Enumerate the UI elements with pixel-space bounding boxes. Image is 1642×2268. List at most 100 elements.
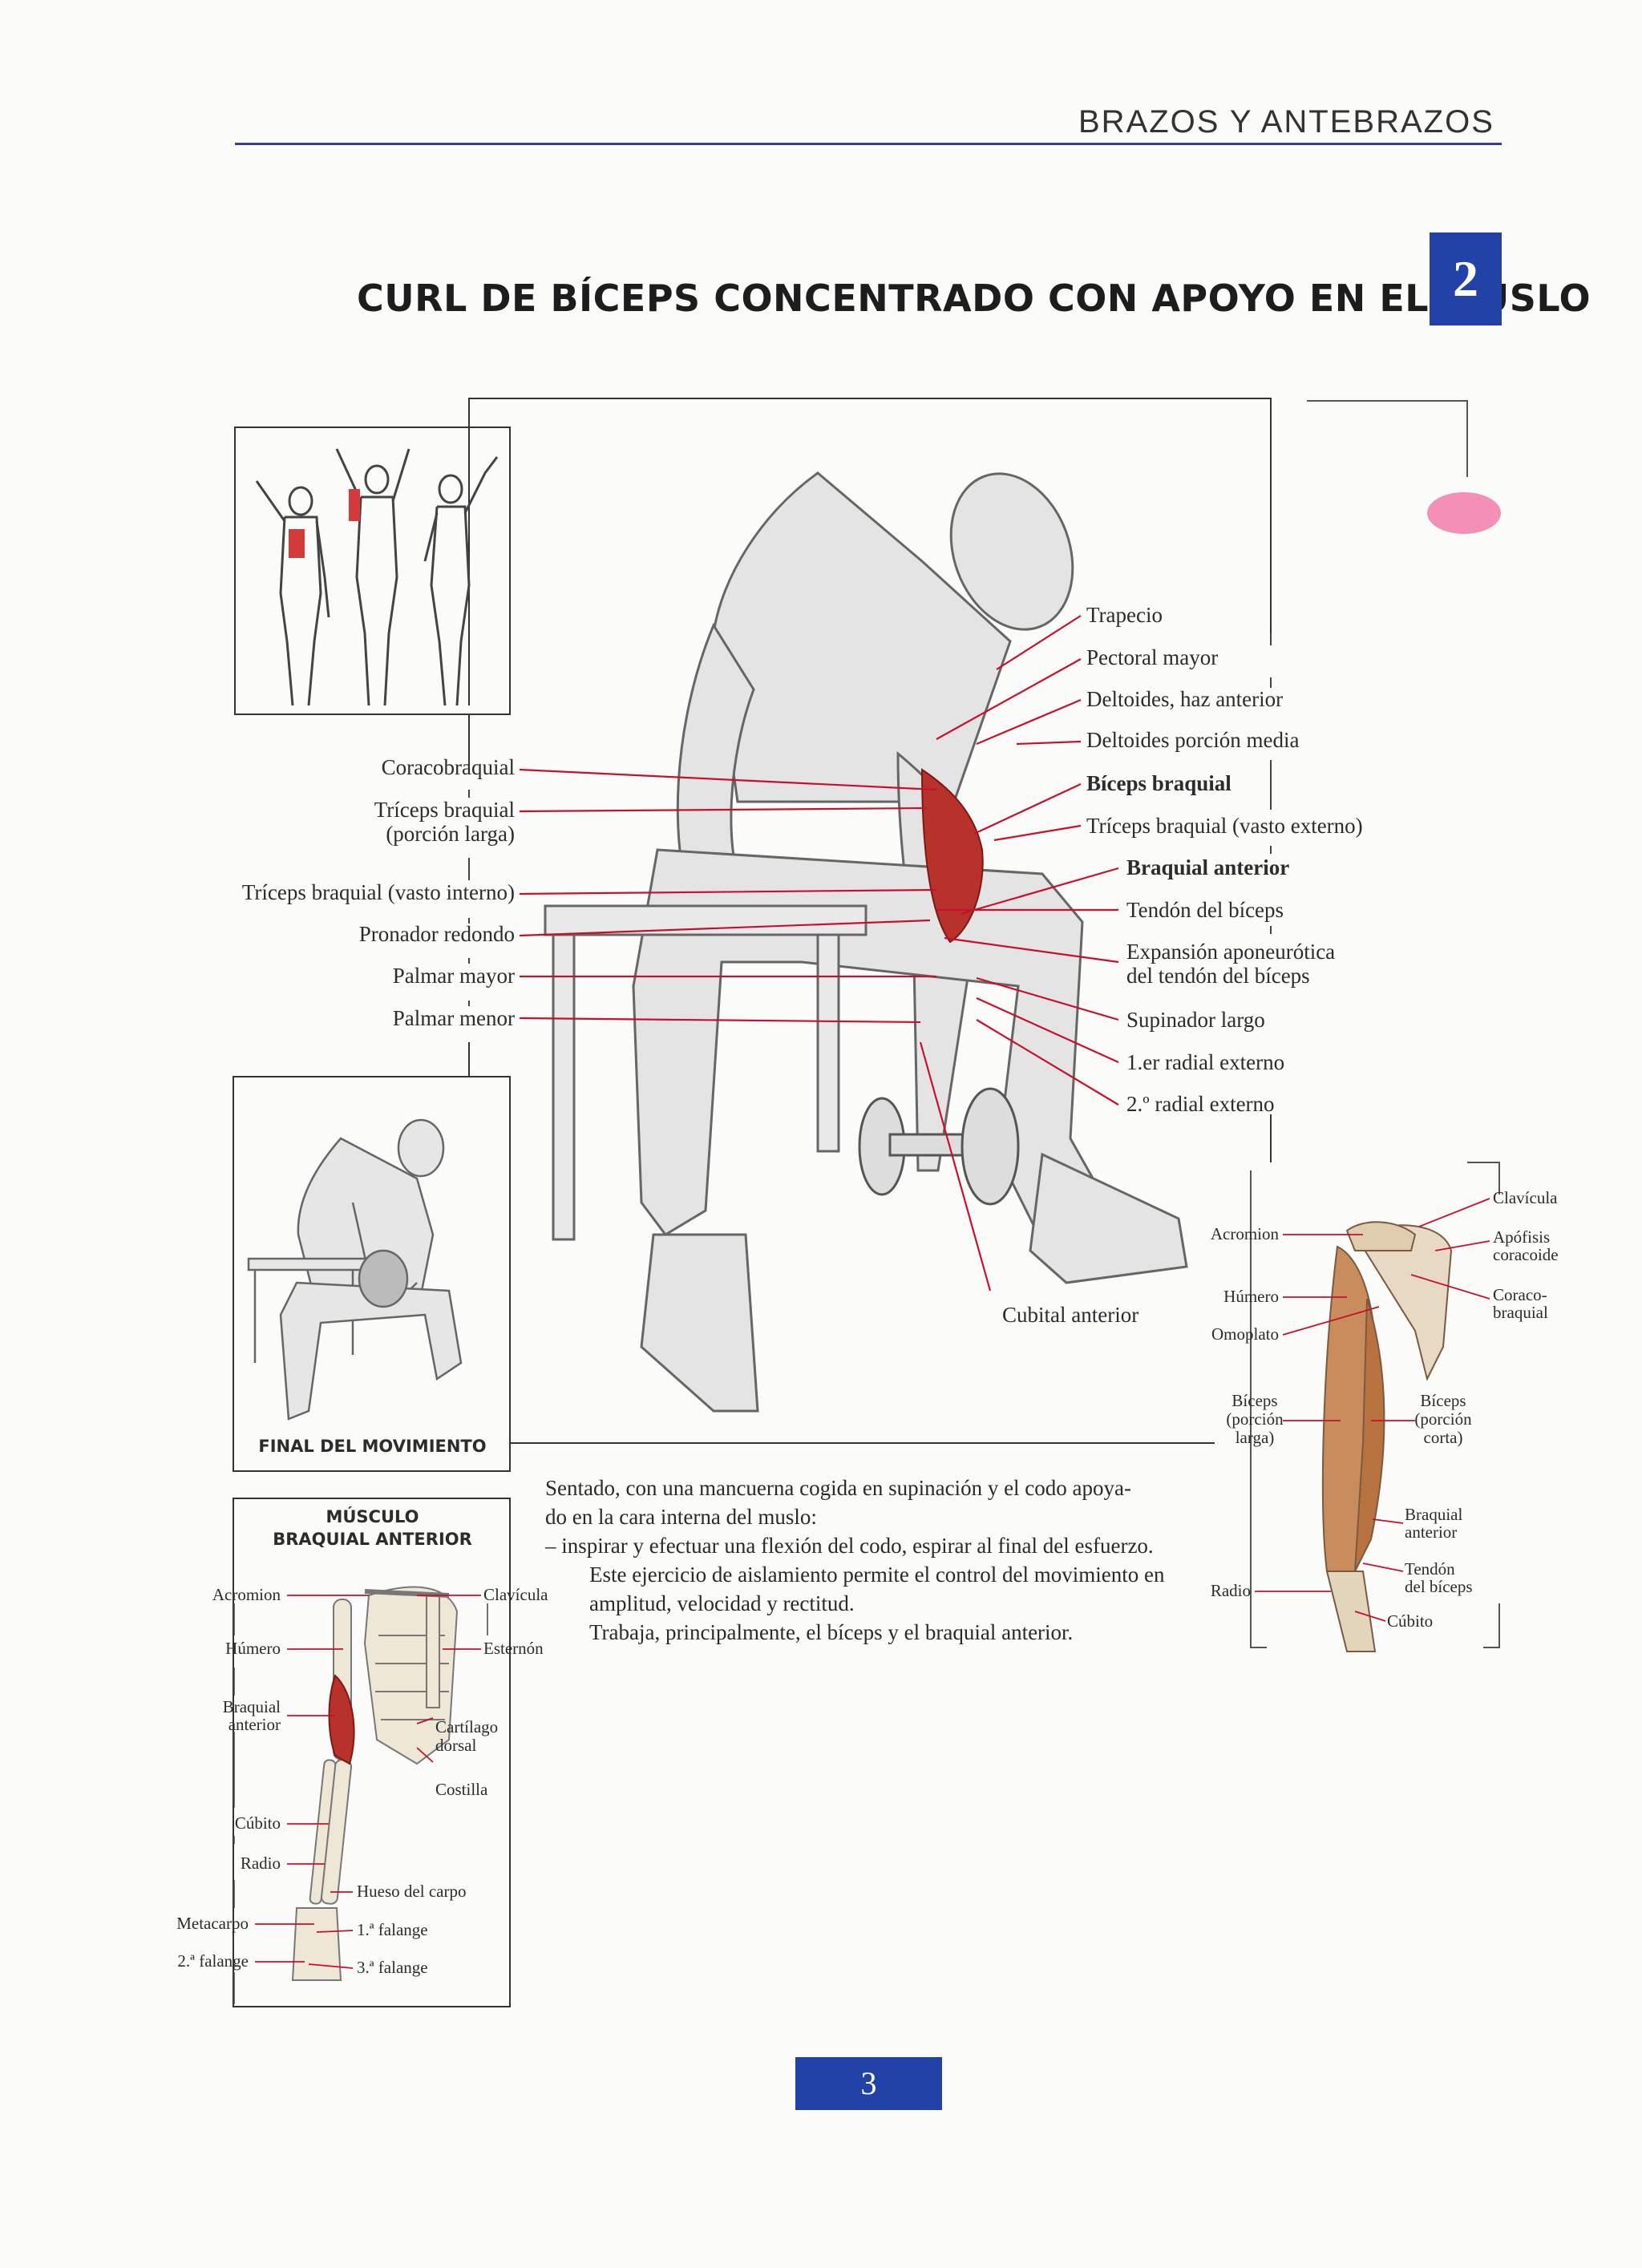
skeleton-title-line1: MÚSCULO <box>326 1507 419 1526</box>
arm-label-biceps-corta-2: (porción <box>1414 1409 1472 1429</box>
leader-lines-left <box>519 768 937 1024</box>
skeleton-label-esternon: Esternón <box>483 1639 544 1658</box>
skeleton-label-clavicula: Clavícula <box>483 1585 548 1604</box>
label-primer-radial-externo: 1.er radial externo <box>1126 1050 1285 1074</box>
label-triceps-vasto-externo: Tríceps braquial (vasto externo) <box>1086 814 1363 838</box>
label-segundo-radial-externo: 2.º radial externo <box>1126 1092 1275 1116</box>
arm-label-braquial-anterior-2: anterior <box>1405 1522 1458 1542</box>
arm-label-biceps-corta-1: Bíceps <box>1420 1391 1466 1410</box>
dumbbell <box>858 1087 1020 1206</box>
header-rule <box>235 143 1502 145</box>
skeleton-label-radio: Radio <box>240 1854 281 1873</box>
label-biceps-braquial: Bíceps braquial <box>1086 771 1232 795</box>
skeleton-title-line2: BRAQUIAL ANTERIOR <box>273 1530 472 1549</box>
arm-label-clavicula: Clavícula <box>1493 1188 1558 1207</box>
figure-legs <box>632 848 1109 1236</box>
figure-shoe-right <box>1029 1152 1188 1284</box>
figure-back <box>255 480 330 706</box>
label-palmar-mayor: Palmar mayor <box>392 964 515 988</box>
leader-lines-right <box>919 615 1119 1292</box>
skeleton-label-humero: Húmero <box>225 1639 281 1658</box>
arm-label-biceps-larga-2: (porción <box>1226 1409 1284 1429</box>
figure-shoe-left <box>640 1233 759 1413</box>
figure-torso <box>712 471 1012 803</box>
label-supinador-largo: Supinador largo <box>1126 1008 1265 1032</box>
label-triceps-braquial: Tríceps braquial <box>374 798 515 822</box>
arm-label-cubito: Cúbito <box>1387 1611 1434 1631</box>
arm-label-tendon-1: Tendón <box>1405 1559 1455 1579</box>
skeleton-label-cartilago: Cartílago <box>435 1717 499 1736</box>
label-pectoral-mayor: Pectoral mayor <box>1086 645 1219 669</box>
label-triceps-vasto-interno: Tríceps braquial (vasto interno) <box>241 880 515 904</box>
page-number: 3 <box>795 2057 942 2110</box>
arm-label-coraco: Coraco- <box>1493 1285 1547 1304</box>
skeleton-label-dorsal: dorsal <box>435 1736 477 1755</box>
skeleton-label-braquial: Braquial <box>222 1697 281 1716</box>
description-bullet: – inspirar y efectuar una flexión del co… <box>545 1534 1154 1558</box>
exercise-description: Sentado, con una mancuerna cogida en sup… <box>545 1474 1179 1647</box>
arm-label-biceps-larga-1: Bíceps <box>1232 1391 1278 1410</box>
muscle-chart-figures <box>255 448 499 706</box>
arm-label-biceps-corta-3: corta) <box>1423 1428 1463 1447</box>
arm-label-coracoide: coracoide <box>1493 1245 1559 1264</box>
description-line-1: Sentado, con una mancuerna cogida en sup… <box>545 1476 1131 1500</box>
skeleton-label-metacarpo: Metacarpo <box>176 1914 249 1933</box>
description-line-2: do en la cara interna del muslo: <box>545 1505 817 1529</box>
description-paragraph-3: Trabaja, principalmente, el bíceps y el … <box>589 1620 1074 1644</box>
arm-label-braquial-anterior-1: Braquial <box>1405 1505 1463 1524</box>
label-trapecio: Trapecio <box>1086 603 1163 627</box>
label-separators <box>468 633 1272 1006</box>
final-movement-panel <box>233 1076 511 1472</box>
arm-label-apofisis: Apófisis <box>1493 1227 1551 1247</box>
skeleton-label-segunda-falange: 2.ª falange <box>177 1951 249 1971</box>
description-paragraph-2: Este ejercicio de aislamiento permite el… <box>589 1563 1165 1615</box>
skeleton-label-hueso-del-carpo: Hueso del carpo <box>357 1882 467 1901</box>
skeleton-figure <box>291 1586 459 1981</box>
chapter-tab <box>1427 492 1501 534</box>
arm-detail-frame <box>1250 1162 1500 1648</box>
arm-label-acromion: Acromion <box>1210 1224 1279 1243</box>
label-palmar-menor: Palmar menor <box>392 1006 515 1030</box>
bench <box>544 904 868 1241</box>
highlight-biceps <box>920 768 984 944</box>
skeleton-label-primera-falange: 1.ª falange <box>357 1920 428 1939</box>
arm-label-tendon-2: del bíceps <box>1405 1577 1473 1596</box>
skeleton-label-costilla: Costilla <box>435 1780 488 1799</box>
skeleton-label-cubito: Cúbito <box>234 1813 281 1833</box>
skeleton-leader-lines <box>255 1595 481 1969</box>
figure-side <box>423 456 499 706</box>
skeleton-highlight-brachialis <box>328 1674 355 1765</box>
muscle-chart-thumbnail <box>234 427 511 715</box>
skeleton-separators <box>233 1603 488 2004</box>
arm-detail-leader-lines <box>1255 1198 1490 1622</box>
skeleton-label-anterior: anterior <box>228 1715 281 1734</box>
label-braquial-anterior: Braquial anterior <box>1126 855 1290 879</box>
skeleton-label-tercera-falange: 3.ª falange <box>357 1958 428 1977</box>
label-expansion-aponeurotica: Expansión aponeurótica <box>1126 940 1336 964</box>
arm-label-radio: Radio <box>1210 1581 1251 1600</box>
figure-front <box>335 448 410 706</box>
label-porcion-larga: (porción larga) <box>386 822 515 846</box>
section-title: BRAZOS Y ANTEBRAZOS <box>1078 104 1494 139</box>
label-cubital-anterior: Cubital anterior <box>1002 1303 1139 1327</box>
figure-head <box>949 472 1074 631</box>
label-del-tendon-del-biceps: del tendón del bíceps <box>1126 964 1310 988</box>
arm-label-braquial: braquial <box>1493 1303 1548 1322</box>
label-coracobraquial: Coracobraquial <box>381 755 515 779</box>
skeleton-label-acromion: Acromion <box>212 1585 281 1604</box>
arm-label-humero: Húmero <box>1223 1287 1279 1306</box>
label-pronador-redondo: Pronador redondo <box>358 922 515 946</box>
skeleton-panel <box>233 1498 511 2007</box>
seated-figure <box>632 471 1188 1413</box>
final-movement-figure <box>247 1118 463 1421</box>
arm-detail-illustration <box>1321 1221 1453 1652</box>
label-tendon-del-biceps: Tendón del bíceps <box>1126 898 1284 922</box>
page-title: CURL DE BÍCEPS CONCENTRADO CON APOYO EN … <box>357 277 1591 320</box>
label-deltoides-haz-anterior: Deltoides, haz anterior <box>1086 687 1284 711</box>
arm-label-biceps-larga-3: larga) <box>1235 1428 1275 1447</box>
arm-label-omoplato: Omoplato <box>1211 1324 1279 1344</box>
final-movement-caption: FINAL DEL MOVIMIENTO <box>258 1437 487 1456</box>
exercise-number-badge: 2 <box>1430 232 1502 325</box>
label-deltoides-porcion-media: Deltoides porción media <box>1086 728 1300 752</box>
